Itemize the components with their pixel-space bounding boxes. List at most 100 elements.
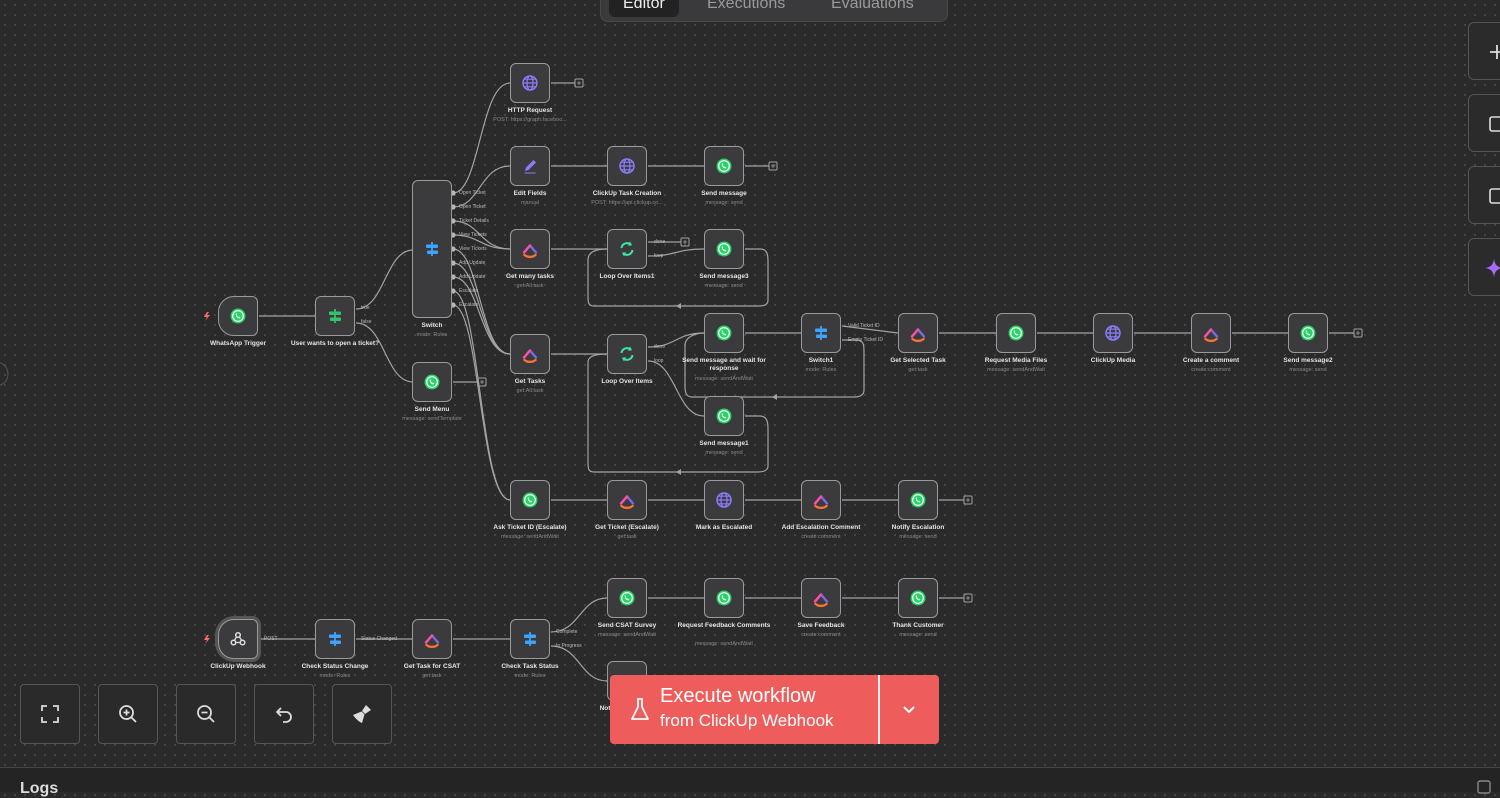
fit-view-button[interactable] [20,684,80,744]
add-sticky-button[interactable] [1468,94,1500,152]
node-label: Get many tasks [505,273,555,280]
execute-workflow-button[interactable]: Execute workflow from ClickUp Webhook [610,675,939,744]
node-label: User wants to open a ticket? [290,340,380,347]
node-label: Send message [701,190,747,197]
node-get-many-tasks[interactable] [510,229,550,269]
node-subtitle: get:All:task [516,388,544,394]
add-node-button[interactable] [1468,22,1500,80]
whatsapp-icon [423,373,441,391]
pencil-icon [524,159,537,174]
node-label: Get Tasks [514,378,546,385]
whatsapp-icon [715,157,733,175]
ai-assistant-button[interactable] [1468,238,1500,296]
switch-icon [425,241,439,257]
globe-icon [716,492,732,508]
node-loop-over-items1[interactable] [607,229,647,269]
panel-toggle-button[interactable] [1468,166,1500,224]
plus-icon [1490,45,1500,59]
node-send-message1[interactable] [704,396,744,436]
node-label: ClickUp Media [1090,357,1136,364]
node-send-message3[interactable] [704,229,744,269]
tab-evaluations[interactable]: Evaluations [831,0,914,12]
tab-editor[interactable]: Editor [609,0,679,17]
panel-icon [1489,188,1500,204]
node-mark-escalated[interactable] [704,480,744,520]
node-thank-customer[interactable] [898,578,938,618]
fullscreen-icon [41,705,59,723]
node-send-message[interactable] [704,146,744,186]
node-subtitle: message: sendAndWait [987,367,1045,373]
execute-divider [878,675,880,744]
node-switch1[interactable] [801,313,841,353]
node-clickup-task-creation[interactable] [607,146,647,186]
port-label: done [654,344,666,350]
node-user-wants-ticket[interactable] [315,296,355,336]
expand-icon[interactable] [1477,780,1491,794]
node-label: Get Selected Task [890,357,946,364]
port-label: true [361,305,370,311]
node-switch[interactable] [412,180,452,318]
node-check-task-status[interactable] [510,619,550,659]
node-send-message2[interactable] [1288,313,1328,353]
chevron-down-icon[interactable] [901,702,917,718]
clickup-icon [522,349,538,363]
tab-executions[interactable]: Executions [707,0,786,12]
node-ask-ticket-id[interactable] [510,480,550,520]
node-label: Send message and wait for response [682,357,766,372]
node-clickup-media[interactable] [1093,313,1133,353]
node-clickup-webhook[interactable] [218,619,258,659]
switch-port-label: Add Update [459,274,486,280]
node-edit-fields[interactable] [510,146,550,186]
node-get-tasks[interactable] [510,334,550,374]
whatsapp-icon [1299,324,1317,342]
node-label: Loop Over Items [601,378,653,385]
node-label: Send Menu [414,406,450,413]
node-subtitle: get:task [617,534,637,540]
sparkle-icon [1485,259,1500,277]
logs-label: Logs [20,780,59,797]
node-subtitle: POST: https://graph.faceboo... [493,117,567,123]
sticky-note-icon [1489,116,1500,132]
clickup-icon [522,244,538,258]
node-label: Check Task Status [501,663,559,670]
node-check-status-change[interactable] [315,619,355,659]
clickup-icon [424,634,440,648]
port-label: loop [654,358,664,364]
node-request-media-files[interactable] [996,313,1036,353]
node-subtitle: message: send [705,283,743,289]
node-get-task-csat[interactable] [412,619,452,659]
whatsapp-icon [715,240,733,258]
node-subtitle: message: send [705,200,743,206]
node-save-feedback[interactable] [801,578,841,618]
tidy-up-button[interactable] [332,684,392,744]
node-get-ticket-escalate[interactable] [607,480,647,520]
node-add-escalation-comment[interactable] [801,480,841,520]
zoom-out-button[interactable] [176,684,236,744]
node-get-selected-task[interactable] [898,313,938,353]
switch-port-label: Open Ticket [459,190,486,196]
node-loop-over-items[interactable] [607,334,647,374]
port-label: done [654,239,666,245]
node-send-and-wait[interactable] [704,313,744,353]
node-label: Send message1 [699,440,749,447]
node-label: Get Task for CSAT [403,663,461,670]
node-send-menu[interactable] [412,362,452,402]
node-label: ClickUp Webhook [210,663,266,670]
node-label: Save Feedback [797,622,845,629]
zoom-in-button[interactable] [98,684,158,744]
node-request-feedback[interactable] [704,578,744,618]
node-subtitle: message: send [899,534,937,540]
whatsapp-icon [618,589,636,607]
node-create-comment[interactable] [1191,313,1231,353]
reset-zoom-button[interactable] [254,684,314,744]
globe-icon [1105,325,1121,341]
node-send-csat-survey[interactable] [607,578,647,618]
node-whatsapp-trigger[interactable] [218,296,258,336]
logs-panel[interactable]: Logs [0,767,1500,797]
node-subtitle: POST: https://api.clickup.co... [591,200,663,206]
node-subtitle: get:task [422,673,442,679]
node-notify-escalation[interactable] [898,480,938,520]
port-label: Empty Ticket ID [848,337,884,343]
switch-icon [328,631,342,647]
node-http-request[interactable] [510,63,550,103]
